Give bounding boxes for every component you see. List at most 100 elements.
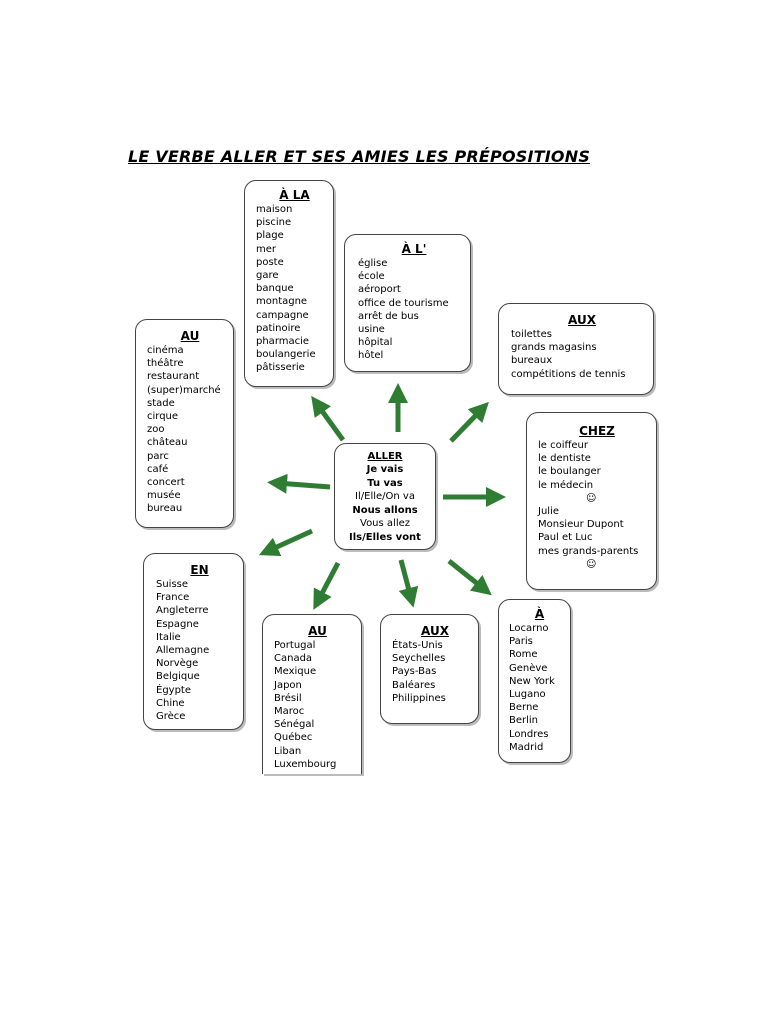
list-item: Monsieur Dupont xyxy=(538,519,624,531)
list-item: mes grands-parents xyxy=(538,545,639,557)
au-places-box: AU cinéma théâtre restaurant (super)marc… xyxy=(135,319,234,528)
a-cities-box: À Locarno Paris Rome Genève New York Lug… xyxy=(498,599,571,763)
list-item: le médecin xyxy=(538,479,594,491)
list-item: Rome xyxy=(509,649,538,661)
list-item: États-Unis xyxy=(392,640,443,651)
list-item: Mexique xyxy=(274,666,317,678)
arrow-to-aux-top xyxy=(449,401,489,443)
aller-heading: ALLER xyxy=(367,451,403,462)
list-item: Japon xyxy=(274,679,302,691)
list-item: parc xyxy=(147,450,169,462)
list-item: zoo xyxy=(147,424,165,436)
list-item: compétitions de tennis xyxy=(511,368,626,380)
list-item: New York xyxy=(509,675,555,687)
list-item: château xyxy=(147,437,188,449)
list-item: Pays-Bas xyxy=(392,666,437,678)
conjugation-vous: Vous allez xyxy=(360,518,410,529)
arrow-to-en xyxy=(258,528,314,556)
list-item: (super)marché xyxy=(147,384,221,396)
a-cities-heading: À xyxy=(534,607,545,621)
list-item: Julie xyxy=(538,506,559,518)
a-la-box: À LA maison piscine plage mer poste gare… xyxy=(244,180,334,387)
aux-countries-heading: AUX xyxy=(421,624,449,638)
conjugation-tu: Tu vas xyxy=(367,477,403,489)
list-item: Espagne xyxy=(156,618,199,630)
list-item: Seychelles xyxy=(392,653,446,665)
list-item: Allemagne xyxy=(156,645,210,657)
arrow-to-au-bottom xyxy=(313,561,341,610)
a-la-heading: À LA xyxy=(279,188,310,202)
list-item: Chine xyxy=(156,697,185,709)
conjugation-nous: Nous allons xyxy=(352,504,418,516)
conjugation-ils: Ils/Elles vont xyxy=(349,531,421,543)
list-item: théâtre xyxy=(147,358,184,370)
list-item: boulangerie xyxy=(256,349,316,361)
list-item: bureaux xyxy=(511,355,553,367)
list-item: bureau xyxy=(147,503,183,515)
smiley-icon: ☺ xyxy=(586,492,597,504)
list-item: pharmacie xyxy=(256,336,310,348)
list-item: maison xyxy=(256,204,293,215)
list-item: mer xyxy=(256,243,277,255)
conjugation-il: Il/Elle/On va xyxy=(355,491,415,502)
list-item: campagne xyxy=(256,309,309,321)
list-item: concert xyxy=(147,477,185,489)
list-item: arrêt de bus xyxy=(358,310,419,322)
en-heading: EN xyxy=(190,563,209,577)
smiley-icon: ☺ xyxy=(586,558,597,570)
list-item: le coiffeur xyxy=(538,440,588,451)
list-item: Angleterre xyxy=(156,605,209,617)
list-item: Suisse xyxy=(156,579,189,590)
list-item: Philippines xyxy=(392,692,446,704)
list-item: le dentiste xyxy=(538,453,591,465)
list-item: Grèce xyxy=(156,711,186,723)
list-item: gare xyxy=(256,270,279,282)
arrow-to-aux-bottom xyxy=(398,559,419,608)
au-countries-box: AU Portugal Canada Mexique Japon Brésil … xyxy=(262,614,362,774)
list-item: Liban xyxy=(274,745,302,757)
list-item: Madrid xyxy=(509,741,544,753)
list-item: Maroc xyxy=(274,706,305,718)
list-item: poste xyxy=(256,256,284,268)
list-item: hôpital xyxy=(358,337,393,349)
aller-conjugation-box: ALLER Je vais Tu vas Il/Elle/On va Nous … xyxy=(334,443,436,550)
list-item: Canada xyxy=(274,653,313,665)
a-l-heading: À L' xyxy=(401,242,427,256)
list-item: grands magasins xyxy=(511,342,597,354)
list-item: école xyxy=(358,271,385,283)
list-item: aéroport xyxy=(358,284,401,296)
list-item: Baléares xyxy=(392,679,436,691)
list-item: France xyxy=(156,592,190,604)
au-places-heading: AU xyxy=(180,329,200,343)
list-item: Québec xyxy=(274,732,313,744)
list-item: Genève xyxy=(509,662,548,674)
en-countries-box: EN Suisse France Angleterre Espagne Ital… xyxy=(143,553,244,730)
list-item: Luxembourg xyxy=(274,758,337,770)
list-item: Brésil xyxy=(274,692,302,704)
list-item: Berlin xyxy=(509,715,539,727)
list-item: montagne xyxy=(256,296,308,308)
list-item: restaurant xyxy=(147,371,200,383)
list-item: Portugal xyxy=(274,640,316,651)
list-item: Paul et Luc xyxy=(538,532,593,544)
list-item: hôtel xyxy=(358,350,384,362)
list-item: le boulanger xyxy=(538,466,601,478)
list-item: église xyxy=(358,258,388,269)
list-item: Lugano xyxy=(509,689,546,701)
au-countries-heading: AU xyxy=(308,624,327,638)
list-item: Londres xyxy=(509,728,549,740)
list-item: musée xyxy=(147,490,181,502)
list-item: office de tourisme xyxy=(358,297,449,309)
aux-places-box: AUX toilettes grands magasins bureaux co… xyxy=(498,303,654,395)
list-item: Égypte xyxy=(156,684,192,696)
list-item: toilettes xyxy=(511,329,552,340)
list-item: Belgique xyxy=(156,671,200,683)
chez-heading: CHEZ xyxy=(579,424,615,438)
aux-countries-box: AUX États-Unis Seychelles Pays-Bas Baléa… xyxy=(380,614,479,724)
a-l-box: À L' église école aéroport office de tou… xyxy=(344,234,471,372)
list-item: Italie xyxy=(156,631,181,643)
list-item: cirque xyxy=(147,411,179,423)
list-item: cinéma xyxy=(147,345,184,356)
page-title: LE VERBE ALLER ET SES AMIES LES PRÉPOSIT… xyxy=(128,147,591,166)
